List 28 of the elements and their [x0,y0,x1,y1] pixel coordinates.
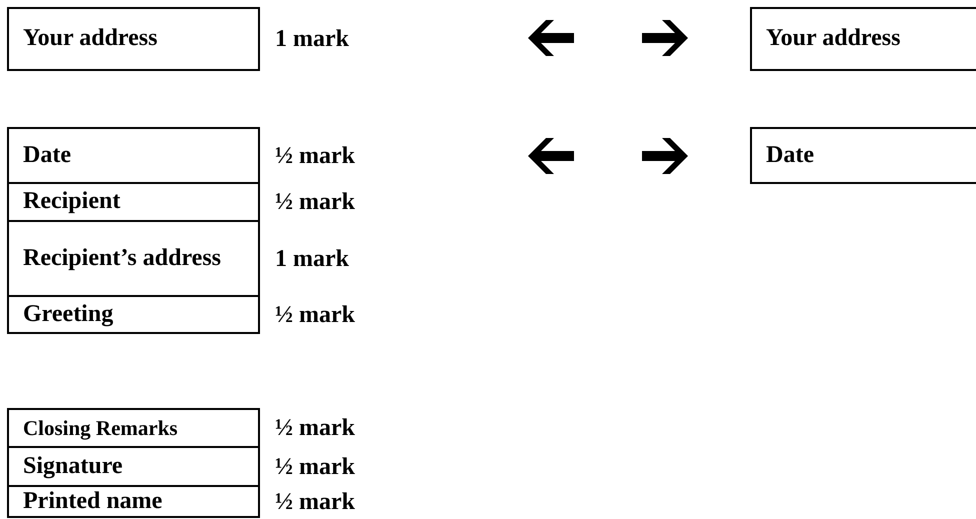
mark-label: ½ mark [275,490,355,514]
mark-label: ½ mark [275,416,355,440]
label-box [7,182,260,222]
label-box [7,7,260,71]
label-box [750,127,976,184]
label-box [7,127,260,184]
label-box [7,295,260,334]
box-label: Greeting [23,300,114,328]
label-box [750,7,976,71]
box-label: Printed name [23,488,162,516]
label-box [7,408,260,448]
box-label: Your address [23,25,158,53]
label-box [7,446,260,487]
box-label: Recipient [23,188,120,216]
mark-label: ½ mark [275,144,355,168]
box-label: Recipient’s address [23,244,221,272]
mark-label: 1 mark [275,246,349,270]
mark-label: 1 mark [275,27,349,51]
box-label: Your address [766,25,900,53]
label-box [7,220,260,297]
label-box [7,485,260,518]
box-label: Date [766,142,814,170]
box-label: Signature [23,452,123,480]
mark-label: ½ mark [275,454,355,478]
box-label: Closing Remarks [23,416,178,440]
mark-label: ½ mark [275,302,355,326]
mark-label: ½ mark [275,190,355,214]
box-label: Date [23,142,71,170]
